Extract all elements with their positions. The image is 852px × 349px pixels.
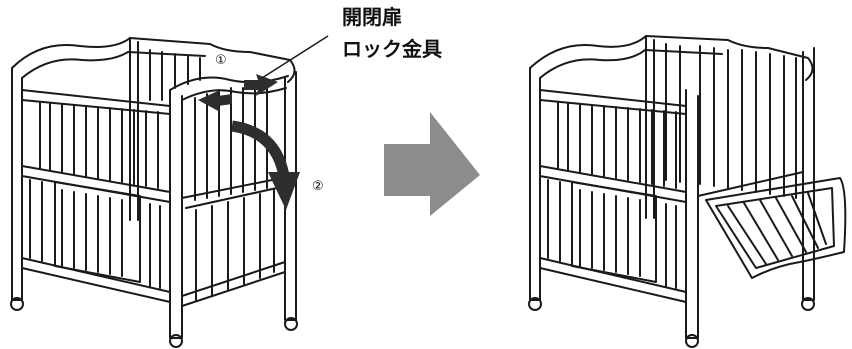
inward-arrows-icon: [198, 74, 278, 112]
step-one-marker: ①: [215, 53, 227, 68]
callout-leader-line: [261, 35, 329, 79]
curved-down-arrow-icon: [231, 120, 300, 210]
callout-label-line2: ロック金具: [342, 37, 442, 61]
crib-open-illustration: [528, 35, 847, 348]
right-arrow-icon: [384, 112, 480, 216]
callout-label-line1: 開閉扉: [342, 5, 402, 29]
step-two-marker: ②: [312, 179, 324, 194]
